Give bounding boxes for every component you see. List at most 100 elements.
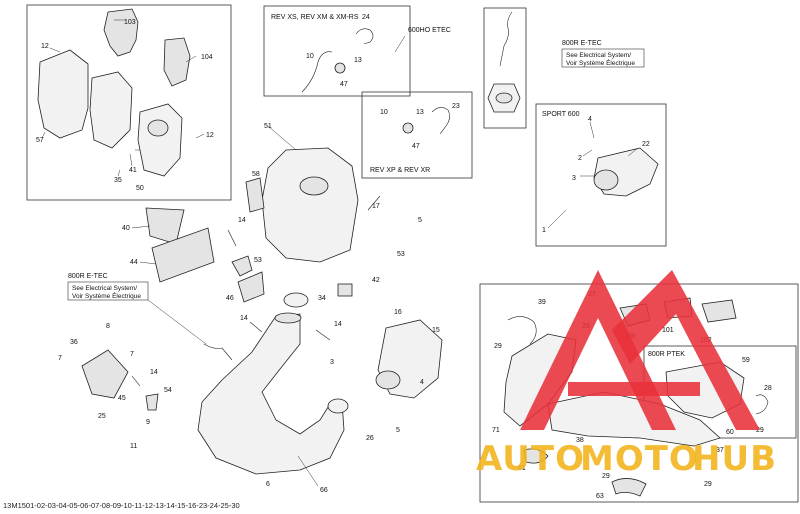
- callout-14: 14: [238, 217, 246, 224]
- spring-14c: [249, 321, 263, 333]
- callout-71: 71: [492, 427, 500, 434]
- callout-57: 57: [36, 137, 44, 144]
- rev-xp-callout-10: 10: [380, 109, 388, 116]
- see-electrical-left-line2: Voir Système Électrique: [72, 291, 141, 300]
- callout-29: 29: [602, 473, 610, 480]
- r800-top-group-frame: [483, 7, 527, 129]
- callout-66: 66: [320, 487, 328, 494]
- callout-54: 54: [164, 387, 172, 394]
- see-electrical-note-left: [67, 281, 149, 301]
- callout-26: 26: [366, 435, 374, 442]
- pipe-inlet: [274, 312, 302, 324]
- watermark-bar: [568, 382, 700, 396]
- spring-23: [431, 107, 450, 135]
- callout-1: 1: [542, 227, 546, 234]
- callout-39: 39: [538, 299, 546, 306]
- watermark-text-auto: AUTO: [476, 439, 585, 479]
- rev-xs-group-frame: [263, 5, 411, 97]
- callout-29: 29: [756, 427, 764, 434]
- callout-41: 41: [129, 167, 137, 174]
- callout-12: 12: [41, 43, 49, 50]
- heat-shield-103: [103, 8, 139, 57]
- manifold-outlet: [593, 169, 619, 191]
- airbox-body: [89, 71, 133, 149]
- callout-28: 28: [764, 385, 772, 392]
- airbox-cover-57: [37, 49, 89, 139]
- muffler-inlet: [299, 176, 329, 196]
- ptek-title: 800R PTEK: [648, 351, 685, 358]
- ring-34: [283, 292, 309, 308]
- rev-xp-title: REV XP & REV XR: [370, 167, 430, 174]
- sport600-group-frame: [535, 103, 667, 247]
- rev-xs-title: REV XS, REV XM & XM-RS: [271, 14, 359, 21]
- spring-14a: [227, 229, 237, 247]
- callout-7: 7: [130, 351, 134, 358]
- watermark-text-hub: HUB: [692, 439, 777, 479]
- heat-pad-44: [151, 227, 215, 283]
- callout-53: 53: [397, 251, 405, 258]
- callout-23: 23: [452, 103, 460, 110]
- r800-left-title: 800R E-TEC: [68, 273, 108, 280]
- callout-63: 63: [596, 493, 604, 500]
- clamp-28: [755, 394, 769, 415]
- callout-14: 14: [334, 321, 342, 328]
- callout-44: 44: [130, 259, 138, 266]
- callout-36: 36: [70, 339, 78, 346]
- tuned-pipe-66: [197, 313, 345, 475]
- spring-14b: [131, 375, 141, 387]
- airbox-port: [147, 119, 169, 137]
- spring-24: [355, 28, 374, 45]
- callout-13: 13: [354, 57, 362, 64]
- spring-17: [367, 195, 381, 211]
- connector-13a: [334, 62, 346, 74]
- callout-15: 15: [432, 327, 440, 334]
- clamp-63: [611, 478, 647, 497]
- seal-61: [523, 448, 549, 464]
- callout-3: 3: [330, 359, 334, 366]
- grommet-42: [337, 283, 353, 297]
- see-electrical-top-line2: Voir Système Électrique: [566, 58, 635, 67]
- callout-46: 46: [226, 295, 234, 302]
- shield-102: [701, 299, 737, 323]
- watermark-text-moto: MOTO: [580, 439, 699, 479]
- callout-3: 3: [572, 175, 576, 182]
- callout-29: 29: [704, 481, 712, 488]
- callout-16: 16: [394, 309, 402, 316]
- callout-42: 42: [372, 277, 380, 284]
- bracket-46: [237, 271, 265, 303]
- callout-40: 40: [122, 225, 130, 232]
- callout-2: 2: [578, 155, 582, 162]
- callout-17: 17: [372, 203, 380, 210]
- callout-25: 25: [98, 413, 106, 420]
- see-electrical-top-line1: See Electrical System/: [566, 52, 631, 59]
- see-electrical-note-top: [561, 48, 645, 68]
- callout-47: 47: [412, 143, 420, 150]
- cable-47a: [301, 51, 333, 93]
- sport600-title: SPORT 600: [542, 111, 580, 118]
- callout-53: 53: [254, 257, 262, 264]
- callout-6: 6: [266, 481, 270, 488]
- callout-5: 5: [396, 427, 400, 434]
- callout-14: 14: [150, 369, 158, 376]
- airbox-group-frame: [26, 4, 232, 201]
- clip-54: [145, 393, 159, 411]
- bracket-45: [81, 349, 129, 399]
- rev-xp-group-frame: [361, 91, 473, 179]
- watermark-logo: [520, 270, 760, 430]
- callout-38: 38: [576, 437, 584, 444]
- spring-14d: [315, 329, 331, 341]
- manifold-flange: [375, 370, 401, 390]
- callout-58: 58: [252, 171, 260, 178]
- callout-10: 10: [306, 53, 314, 60]
- airbox-front-50: [137, 103, 183, 177]
- callout-7: 7: [58, 355, 62, 362]
- callout-59: 59: [742, 357, 750, 364]
- callout-60: 60: [726, 429, 734, 436]
- bracket-53: [231, 255, 253, 277]
- callout-24: 24: [362, 14, 370, 21]
- shield-58: [245, 177, 265, 213]
- diagram-code: 13M1501-02-03-04-05-06-07-08-09-10-11-12…: [3, 501, 240, 510]
- muffler-51: [261, 147, 359, 263]
- seal-ring-26: [327, 398, 349, 414]
